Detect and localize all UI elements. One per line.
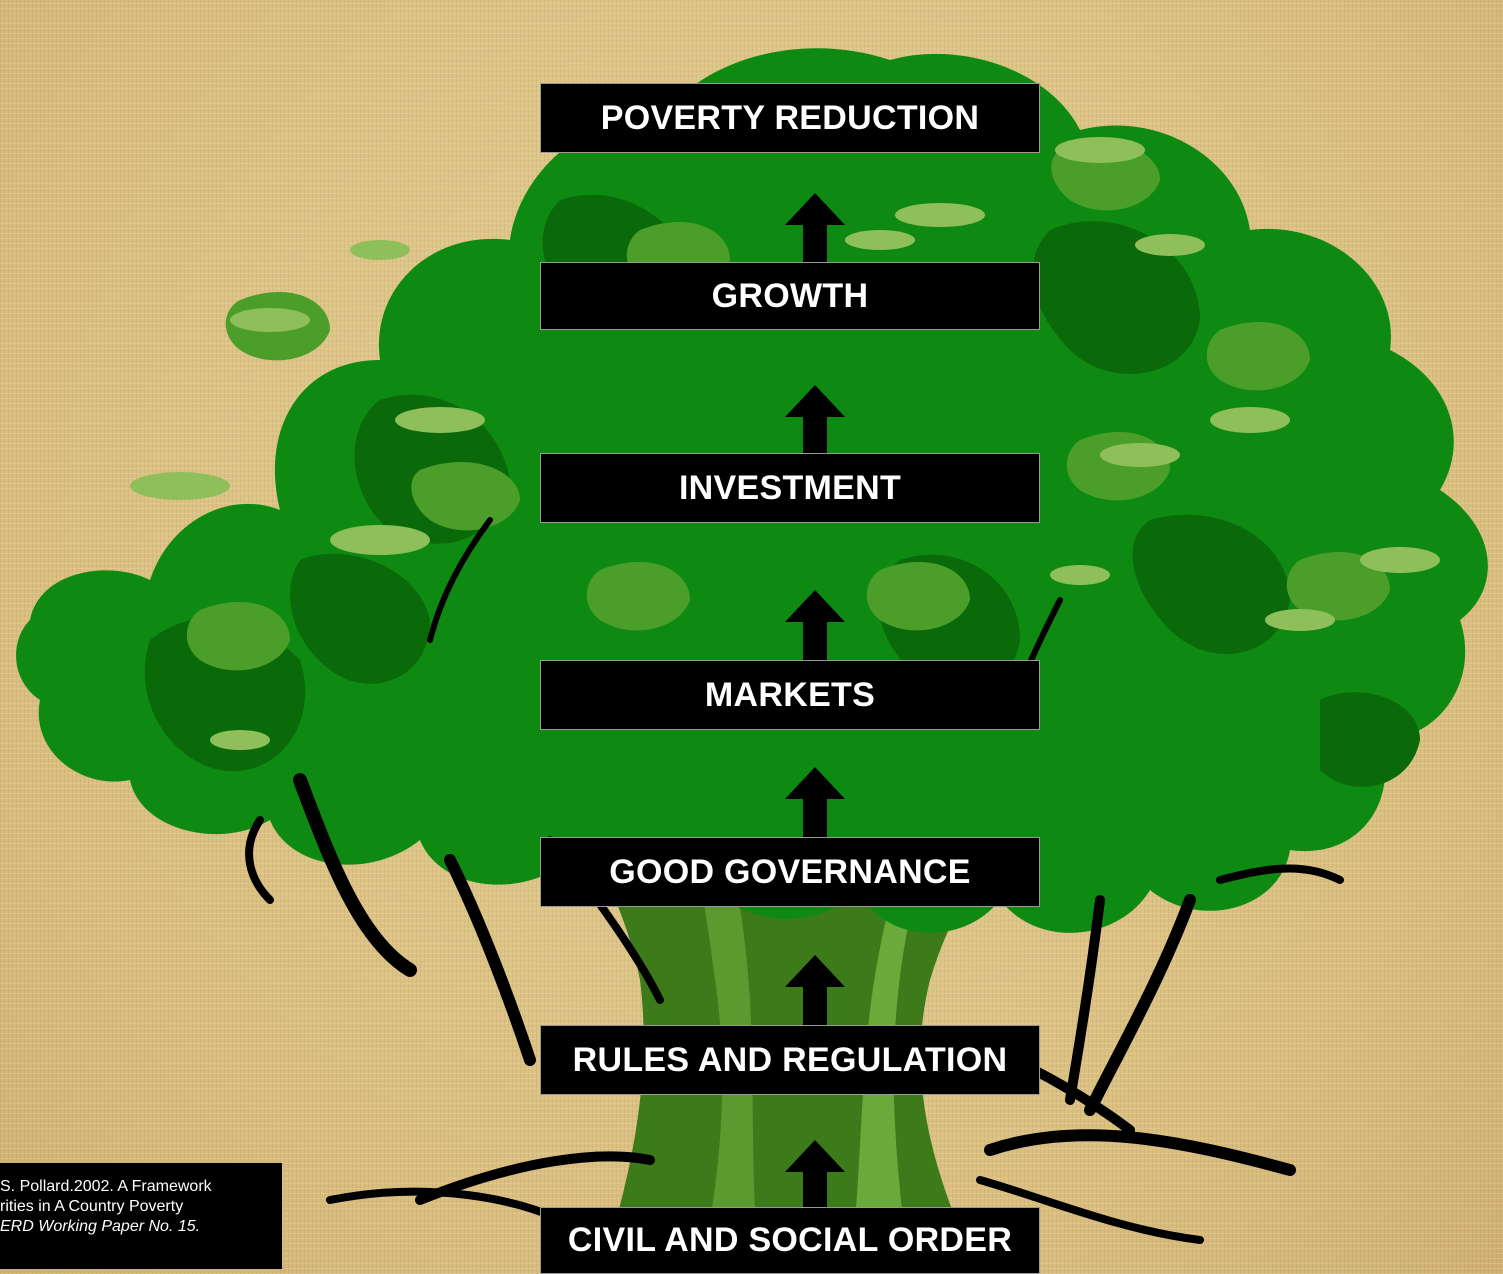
level-label: CIVIL AND SOCIAL ORDER [567,1221,1013,1259]
level-label: INVESTMENT [678,468,902,507]
level-box-poverty-reduction: POVERTY REDUCTION [540,83,1040,153]
level-box-good-governance: GOOD GOVERNANCE [540,837,1040,907]
level-label: RULES AND REGULATION [572,1040,1008,1079]
level-label: POVERTY REDUCTION [600,98,980,137]
arrow-up-icon [785,955,845,1025]
level-label: GOOD GOVERNANCE [609,852,971,891]
arrow-up-icon [785,590,845,660]
citation-line-3: ERD Working Paper No. 15. [0,1218,201,1235]
arrow-up-icon [785,1140,845,1207]
connector-arrows [785,193,845,1207]
arrow-up-icon [785,767,845,837]
level-box-civil-and-social-order: CIVIL AND SOCIAL ORDER [540,1207,1040,1274]
level-label: GROWTH [711,276,869,315]
level-box-rules-and-regulation: RULES AND REGULATION [540,1025,1040,1095]
level-label: MARKETS [704,675,876,714]
citation-line-2: rities in A Country Poverty [0,1198,184,1215]
level-box-markets: MARKETS [540,660,1040,730]
citation-box: S. Pollard.2002. A Framework rities in A… [0,1163,282,1269]
level-box-investment: INVESTMENT [540,453,1040,523]
level-box-growth: GROWTH [540,262,1040,330]
citation-line-1: S. Pollard.2002. A Framework [0,1178,212,1195]
arrow-up-icon [785,385,845,453]
arrow-up-icon [785,193,845,262]
